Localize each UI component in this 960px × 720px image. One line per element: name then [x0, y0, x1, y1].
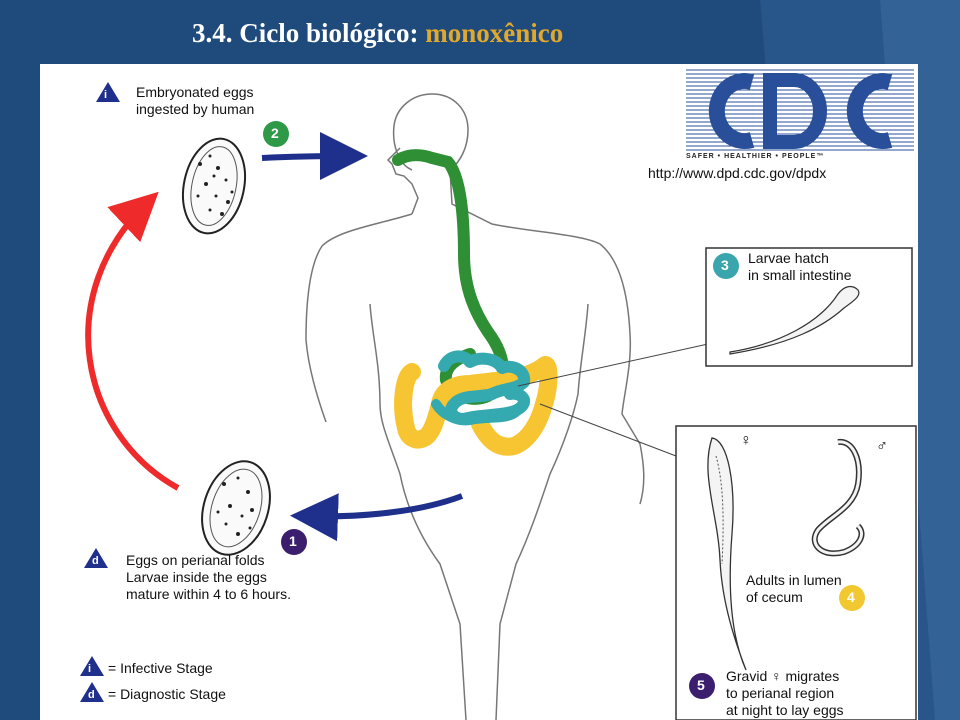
badge-4-number: 4 — [847, 589, 855, 605]
arrow-to-perianal — [290, 493, 464, 542]
pointer-line-cecum — [539, 403, 677, 457]
legend-diagnostic-letter: d — [88, 689, 95, 701]
digestive-tract — [392, 149, 558, 456]
male-symbol: ♂ — [876, 438, 888, 455]
badge-stage-3 — [713, 253, 739, 279]
adults-box — [675, 425, 917, 720]
stage-1-label: Eggs on perianal folds Larvae inside the… — [126, 552, 291, 602]
diagnostic-marker-letter: d — [92, 555, 99, 567]
cdc-logo — [686, 66, 914, 152]
legend-infective-marker — [80, 656, 104, 676]
infective-marker-letter: i — [104, 89, 108, 101]
stage-2-label: Embryonated eggs ingested by human — [136, 84, 255, 117]
arrow-reinfection — [85, 191, 180, 491]
badge-5-number: 5 — [697, 677, 705, 693]
stage-5-label: Gravid ♀ migrates to perianal region at … — [726, 668, 844, 718]
badge-1-number: 1 — [289, 533, 297, 549]
title-main: 3.4. Ciclo biológico: — [192, 18, 426, 48]
badge-3-number: 3 — [721, 257, 729, 273]
legend-diagnostic: = Diagnostic Stage — [108, 686, 226, 702]
life-cycle-diagram: SAFER • HEALTHIER • PEOPLE™ http://www.d… — [40, 64, 918, 720]
stage-4-label: Adults in lumen of cecum — [746, 572, 842, 605]
female-worm-drawing — [707, 437, 747, 671]
larva-box — [705, 247, 913, 367]
infective-marker-stage-2 — [96, 82, 120, 102]
embryonated-egg — [182, 137, 246, 235]
title-accent: monoxênico — [425, 18, 564, 48]
badge-stage-4 — [839, 585, 865, 611]
arrow-ingestion — [261, 132, 368, 181]
diagram-artwork — [80, 66, 917, 720]
badge-2-number: 2 — [271, 125, 279, 141]
badge-stage-1 — [281, 529, 307, 555]
legend-infective: = Infective Stage — [108, 660, 213, 676]
legend-infective-letter: i — [88, 663, 92, 675]
pointer-line-small-intestine — [517, 343, 709, 387]
stage-3-label: Larvae hatch in small intestine — [748, 250, 852, 283]
badge-stage-2 — [263, 121, 289, 147]
female-symbol: ♀ — [740, 432, 752, 449]
larva-drawing — [729, 285, 860, 355]
legend-diagnostic-marker — [80, 682, 104, 702]
badge-stage-5 — [689, 673, 715, 699]
human-body-outline — [305, 93, 645, 720]
perianal-egg — [201, 460, 271, 556]
cdc-tagline: SAFER • HEALTHIER • PEOPLE™ — [686, 153, 825, 160]
slide-title: 3.4. Ciclo biológico: monoxênico — [192, 18, 563, 49]
cdc-url: http://www.dpd.cdc.gov/dpdx — [648, 165, 827, 181]
diagnostic-marker-stage-1 — [84, 548, 108, 568]
